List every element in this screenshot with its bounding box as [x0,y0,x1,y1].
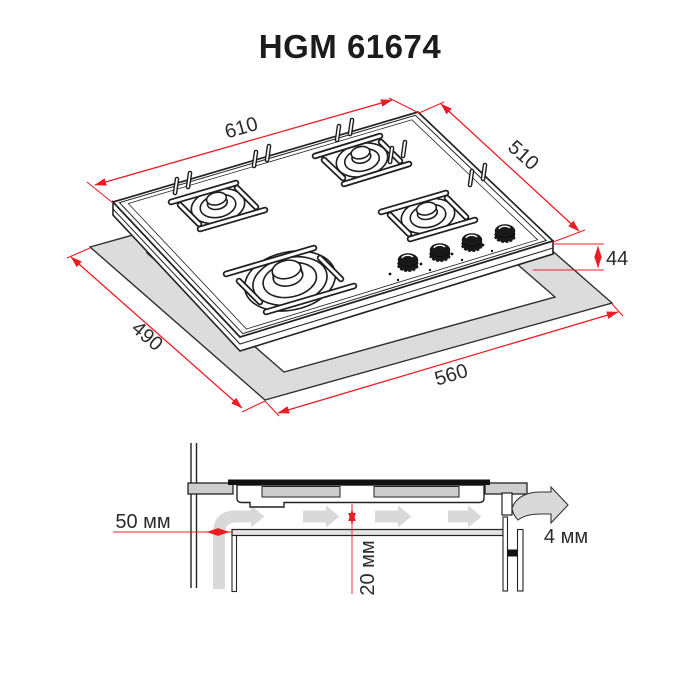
dimensions: 610 510 44 490 560 [66,97,628,417]
airflow-arrow [375,505,412,528]
installation-view: 50 мм 20 мм 4 мм [113,443,588,596]
dimension-44: 44 [533,243,628,271]
furniture-door-panel [516,528,524,592]
igniter-dots [388,234,514,282]
burner-box [373,486,460,498]
worktop-left-section [187,482,234,495]
airflow-elbow-arrow [213,505,265,589]
knob [396,253,420,273]
cabinet [231,516,524,593]
dimension-490-label: 490 [127,317,167,355]
hob-cross-section [228,479,513,516]
dimension-44-label: 44 [606,248,628,270]
cabinet-shelf [231,528,504,537]
airflow-exit-arrow [511,485,569,525]
dimension-510-label: 510 [503,136,543,175]
door-hinge-block [507,549,518,557]
airflow-arrow [448,505,482,528]
cabinet-front-panel [502,516,509,592]
control-knobs [388,224,517,282]
dimension-560-label: 560 [432,360,470,391]
dimension-20mm: 20 мм [348,504,379,596]
knob [460,233,484,253]
fixing-bracket [501,492,513,516]
dimension-50mm-label: 50 мм [115,511,170,533]
airflow-arrow [303,505,340,528]
knob [428,243,452,263]
burner-box [261,486,341,498]
worktop-right-section [484,482,528,495]
airflow-arrows [213,505,482,589]
dimension-20mm-label: 20 мм [357,540,379,595]
knob [493,224,517,244]
cabinet-left-panel [231,534,238,593]
extension-lines [66,97,624,417]
dimension-50mm: 50 мм [113,511,233,536]
dimension-4mm-label: 4 мм [544,526,588,548]
dimension-4mm: 4 мм [544,526,588,548]
top-view: 610 510 44 490 560 [66,97,628,417]
wall [190,443,198,588]
hob-top-panel [228,479,490,485]
page-title: HGM 61674 [259,28,442,65]
clearance-dimensions: 50 мм 20 мм 4 мм [113,504,588,596]
